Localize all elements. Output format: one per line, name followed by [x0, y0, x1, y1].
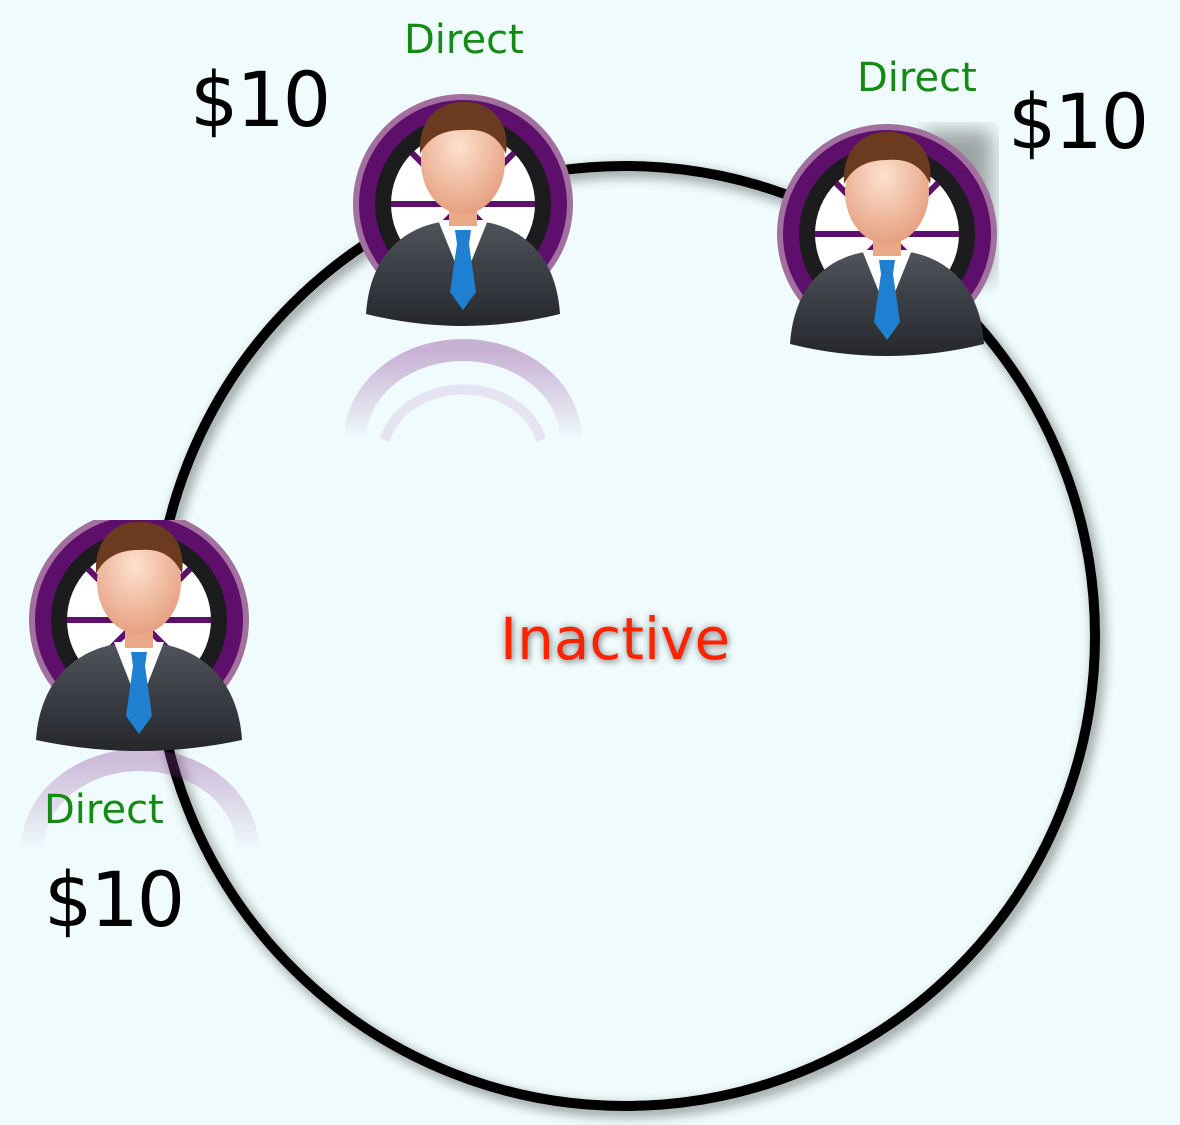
- status-label: Inactive: [500, 605, 731, 673]
- reflection-left: [21, 749, 259, 851]
- businessman-avatar-icon: [777, 124, 997, 356]
- member-top[interactable]: [348, 92, 578, 332]
- member-top-amount: $10: [190, 55, 331, 144]
- member-top-direct-label: Direct: [404, 17, 524, 63]
- member-left-amount: $10: [44, 855, 185, 944]
- reflection-top: [344, 339, 582, 442]
- member-left-direct-label: Direct: [44, 787, 164, 833]
- businessman-avatar-icon: [353, 94, 573, 326]
- member-left[interactable]: [24, 510, 254, 760]
- member-right-direct-label: Direct: [857, 55, 977, 101]
- member-right-amount: $10: [1008, 77, 1149, 166]
- businessman-avatar-icon: [29, 510, 249, 751]
- member-right[interactable]: [772, 122, 1002, 362]
